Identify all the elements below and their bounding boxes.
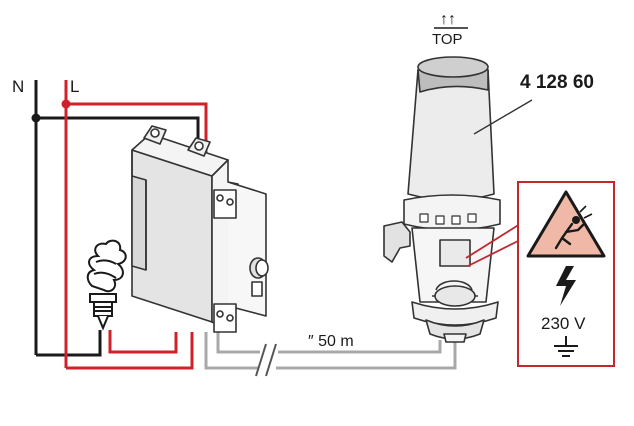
product-reference: 4 128 60: [520, 72, 594, 93]
lightning-icon: [556, 266, 576, 306]
lamp-icon: [86, 239, 127, 331]
live-label: L: [70, 77, 79, 96]
top-arrows-icon: ↑↑: [440, 11, 456, 28]
warning-triangle-icon: [526, 190, 606, 258]
ground-icon: [554, 336, 578, 357]
live-junction: [61, 99, 71, 109]
neutral-junction: [31, 113, 41, 123]
cable-length-label: ″ 50 m: [308, 333, 354, 350]
reference-leader: [473, 99, 533, 135]
top-label: TOP: [432, 31, 463, 48]
neutral-label: N: [12, 77, 24, 96]
warning-leader: [465, 223, 521, 267]
light-sensor: [383, 56, 501, 343]
warning-box: 230 V: [517, 181, 615, 367]
voltage-label: 230 V: [541, 314, 586, 333]
cable-break-mark: [255, 343, 277, 377]
din-module: [131, 125, 269, 333]
sensor-cable: [204, 332, 457, 370]
